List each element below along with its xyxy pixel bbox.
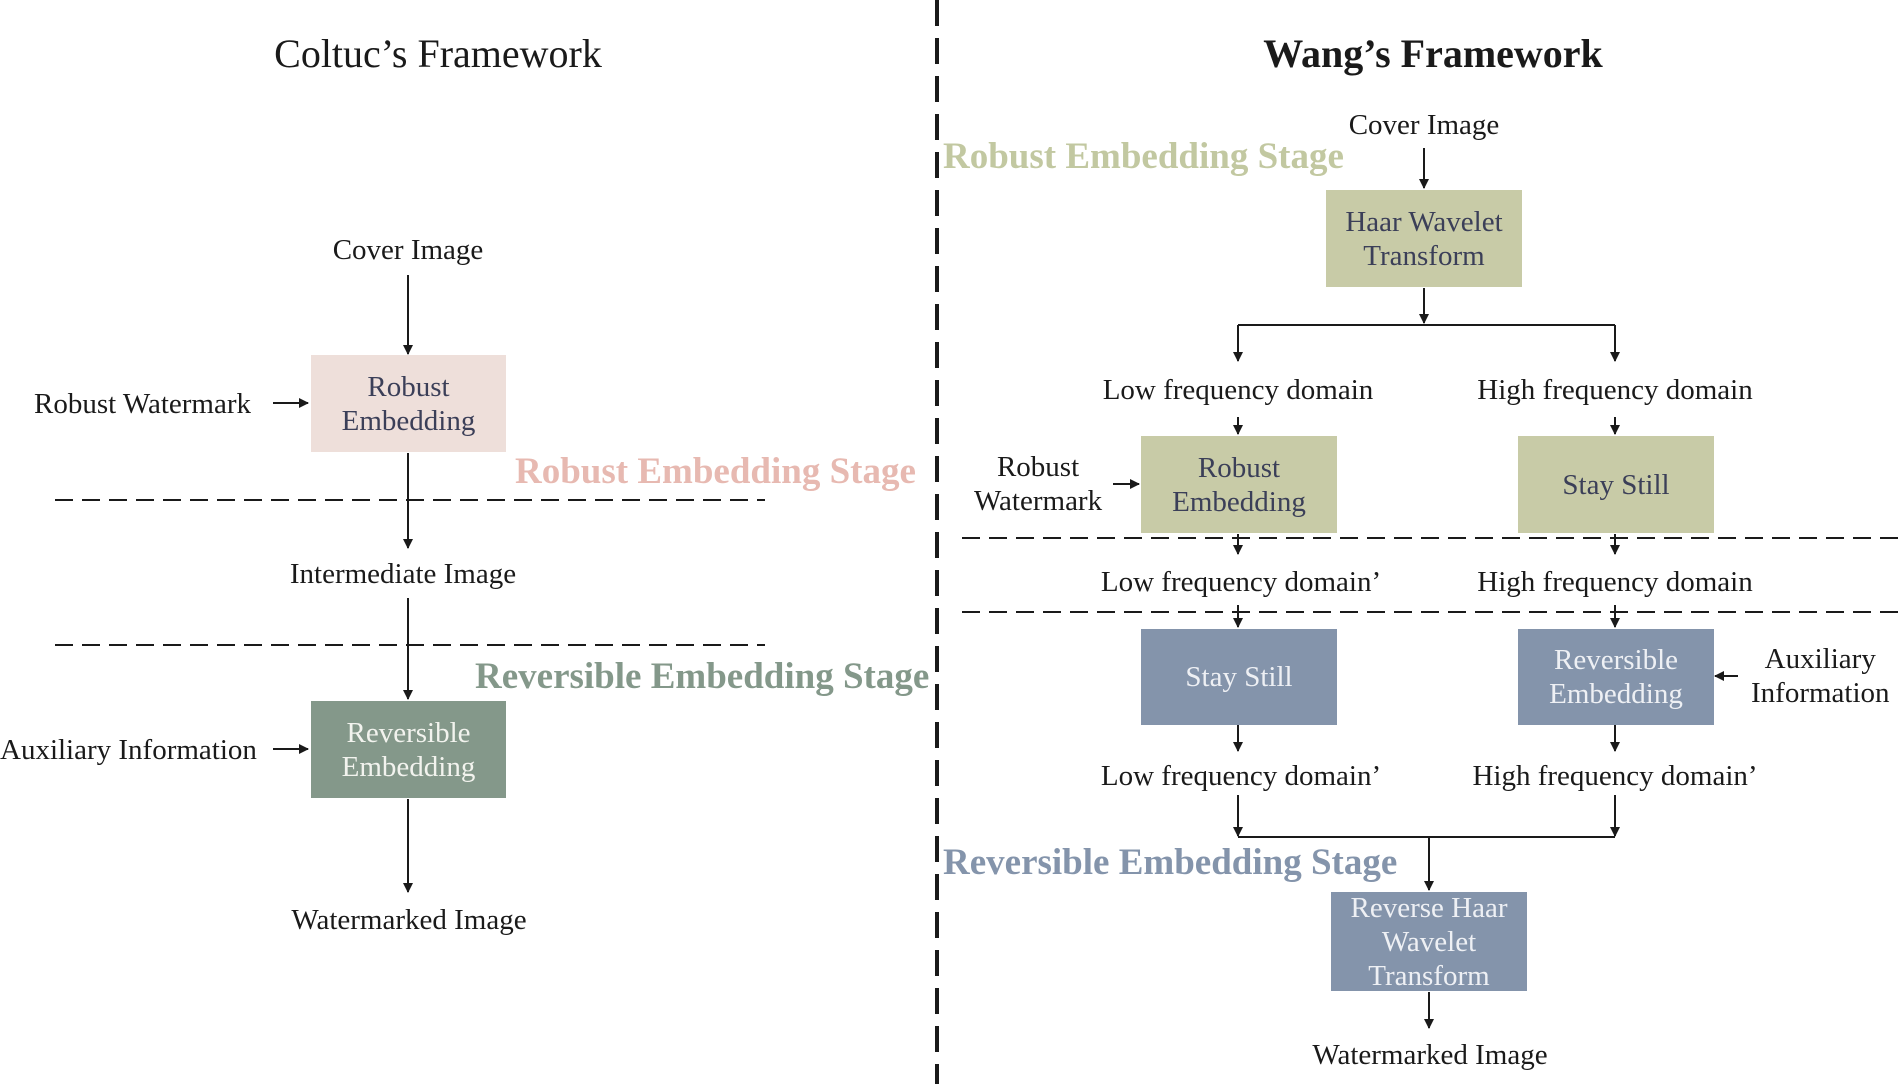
right-watermarked-image-label: Watermarked Image — [1312, 1039, 1548, 1071]
low-frequency-label-3: Low frequency domain’ — [1100, 760, 1382, 792]
left-auxiliary-information-label: Auxiliary Information — [0, 734, 257, 766]
left-watermarked-image-label: Watermarked Image — [291, 904, 527, 936]
left-reversible-stage-label: Reversible Embedding Stage — [475, 656, 930, 697]
stay-still-box-2: Stay Still — [1141, 629, 1337, 725]
right-robust-watermark-label: Robust Watermark — [974, 451, 1103, 517]
haar-wavelet-box: Haar Wavelet Transform — [1326, 190, 1522, 287]
left-robust-watermark-label: Robust Watermark — [34, 388, 252, 420]
left-title: Coltuc’s Framework — [274, 31, 602, 76]
reverse-haar-box: Reverse Haar Wavelet Transform — [1331, 892, 1527, 992]
left-reversible-embedding-box: Reversible Embedding — [311, 701, 506, 798]
right-robust-stage-label: Robust Embedding Stage — [943, 136, 1344, 177]
left-intermediate-image-label: Intermediate Image — [289, 558, 517, 590]
left-cover-image-label: Cover Image — [332, 234, 484, 266]
right-title: Wang’s Framework — [1263, 31, 1603, 76]
left-robust-embedding-box: Robust Embedding — [311, 355, 506, 452]
left-robust-stage-label: Robust Embedding Stage — [515, 451, 916, 492]
right-reversible-stage-label: Reversible Embedding Stage — [943, 842, 1398, 883]
right-auxiliary-information-label: Auxiliary Information — [1751, 643, 1890, 709]
right-robust-embedding-box: Robust Embedding — [1141, 436, 1337, 533]
low-frequency-label-1: Low frequency domain — [1102, 374, 1374, 406]
stay-still-box-1: Stay Still — [1518, 436, 1714, 533]
low-frequency-label-2: Low frequency domain’ — [1100, 566, 1382, 598]
high-frequency-label-3: High frequency domain’ — [1472, 760, 1758, 792]
high-frequency-label-2: High frequency domain — [1477, 566, 1753, 598]
right-reversible-embedding-box: Reversible Embedding — [1518, 629, 1714, 725]
right-cover-image-label: Cover Image — [1348, 109, 1500, 141]
high-frequency-label-1: High frequency domain — [1477, 374, 1753, 406]
